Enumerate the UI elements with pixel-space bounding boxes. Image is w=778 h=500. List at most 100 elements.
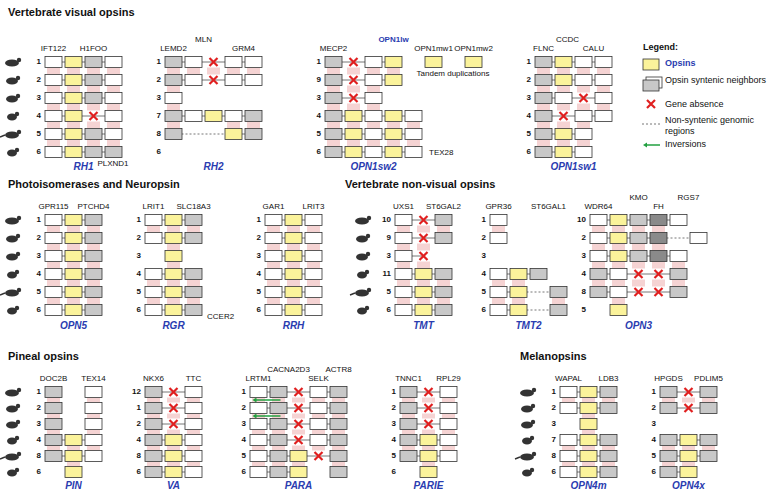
synteny-band <box>267 262 280 269</box>
synteny-band <box>612 280 625 287</box>
inversion-arrow <box>253 398 257 403</box>
gene-absence-cross <box>350 76 358 84</box>
gene-box <box>245 75 262 86</box>
gene-box <box>660 467 677 478</box>
gene-box <box>400 387 417 398</box>
gene-box <box>45 251 62 262</box>
gene-box <box>555 93 572 104</box>
gene-box <box>330 467 347 478</box>
synteny-band <box>67 86 80 93</box>
opsin-box <box>510 287 527 298</box>
gene-box <box>45 233 62 244</box>
species-icon <box>16 234 20 238</box>
chromosome-number: 3 <box>37 93 41 103</box>
gene-box <box>45 419 62 430</box>
opsin-box <box>285 251 302 262</box>
gene-box <box>185 75 202 86</box>
synteny-band <box>597 68 610 75</box>
chromosome-number: 3 <box>137 251 141 261</box>
gene-box <box>610 287 627 298</box>
chromosome-number: 3 <box>527 93 531 103</box>
synteny-band <box>557 140 570 147</box>
gene-box <box>610 269 627 280</box>
gene-name: NKX6 <box>143 374 164 384</box>
synteny-band <box>597 86 610 93</box>
opsin-name: TMT <box>413 320 434 332</box>
synteny-band <box>267 226 280 233</box>
opsin-box <box>415 305 432 316</box>
gene-box <box>365 147 382 158</box>
chromosome-number: 2 <box>482 233 486 243</box>
synteny-band <box>252 446 265 451</box>
gene-box <box>85 287 102 298</box>
synteny-band <box>67 104 80 111</box>
synteny-band <box>147 280 160 287</box>
gene-box <box>670 287 687 298</box>
chromosome-number: 1 <box>392 387 396 397</box>
gene-box <box>560 387 577 398</box>
gene-box <box>85 233 102 244</box>
chromosome-number: 2 <box>257 233 261 243</box>
synteny-band <box>167 398 180 403</box>
gene-box <box>550 305 567 316</box>
synteny-band <box>67 446 80 451</box>
synteny-band <box>167 104 180 111</box>
chromosome-number: 6 <box>392 467 396 477</box>
opsin-box <box>205 111 222 122</box>
chromosome-number: 1 <box>137 403 141 413</box>
synteny-band <box>107 86 120 93</box>
synteny-band <box>702 446 715 451</box>
opsin-box <box>65 305 82 316</box>
gene-box <box>45 387 62 398</box>
chromosome-number: 2 <box>242 403 246 413</box>
chromosome-number: 4 <box>392 435 396 445</box>
synteny-band <box>347 68 360 75</box>
gene-box <box>395 233 412 244</box>
gene-box <box>265 215 282 226</box>
gene-box <box>600 451 617 462</box>
gene-box <box>440 403 457 414</box>
opsin-box <box>555 57 572 68</box>
opsin-box <box>285 215 302 226</box>
synteny-band <box>147 462 160 467</box>
gene-box <box>670 269 687 280</box>
gene-absence-cross <box>210 58 218 66</box>
synteny-band <box>327 68 340 75</box>
chromosome-number: 6 <box>137 305 141 315</box>
gene-box <box>550 287 567 298</box>
gene-name: CCER2 <box>207 312 234 322</box>
synteny-band <box>327 86 340 93</box>
gene-box <box>670 251 687 262</box>
chromosome-number: 4 <box>482 269 486 279</box>
gene-box <box>435 287 452 298</box>
species-icon <box>515 457 520 459</box>
synteny-band <box>397 280 410 287</box>
chromosome-number: 6 <box>37 147 41 157</box>
gene-name: RPL29 <box>436 374 460 384</box>
gene-box <box>330 403 347 414</box>
species-icon <box>532 388 536 392</box>
opsin-name: OPN1sw2 <box>350 161 396 173</box>
gene-box <box>630 233 647 244</box>
gene-box <box>145 215 162 226</box>
synteny-band <box>307 298 320 305</box>
synteny-band <box>557 86 570 93</box>
gene-box <box>310 435 327 446</box>
gene-box <box>595 75 612 86</box>
gene-box <box>250 451 267 462</box>
synteny-band <box>332 414 345 419</box>
synteny-band <box>652 262 665 269</box>
opsin-box <box>165 467 182 478</box>
synteny-band <box>402 398 415 403</box>
chromosome-number: 1 <box>257 215 261 225</box>
gene-box <box>265 287 282 298</box>
synteny-band <box>87 122 100 129</box>
synteny-band <box>582 430 595 435</box>
gene-name: LRTM1 <box>245 374 271 384</box>
legend-sample <box>642 124 660 125</box>
gene-absence-cross <box>90 112 98 120</box>
opsin-box <box>345 111 362 122</box>
gene-box <box>45 305 62 316</box>
species-icon <box>15 270 19 274</box>
synteny-band <box>187 430 200 435</box>
